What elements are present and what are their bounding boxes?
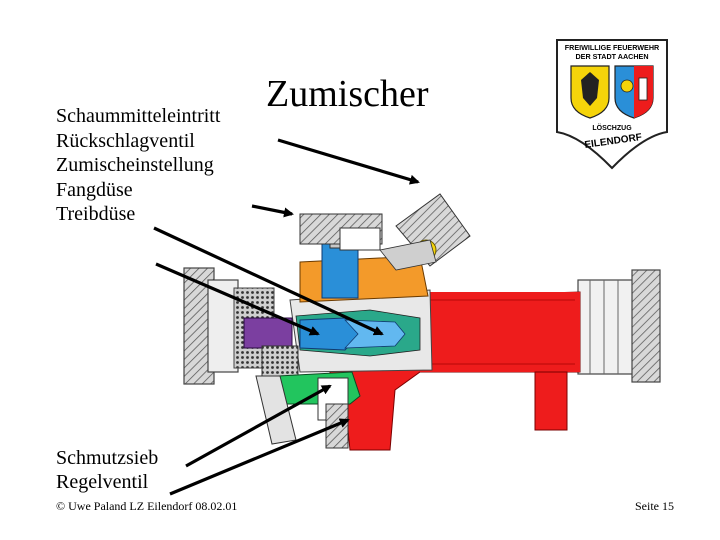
footer-copyright: © Uwe Paland LZ Eilendorf 08.02.01 [56, 499, 238, 513]
logo-line-1: FREIWILLIGE FEUERWEHR [565, 43, 660, 52]
pointer-arrows [153, 138, 420, 496]
mixing-chamber [289, 289, 433, 373]
arrow-regelventil [169, 418, 350, 496]
label-fangduese: Fangdüse [56, 178, 133, 201]
slide-title: Zumischer [266, 73, 429, 115]
logo-line-3: LÖSCHZUG [592, 123, 632, 132]
arrow-zumischeinstellung [251, 204, 294, 218]
regulating-valve-housing [255, 371, 361, 449]
footer-page-number: Seite 15 [635, 499, 674, 513]
concentrate-inlet-housing [299, 213, 429, 303]
component-labels-bottom: Schmutzsieb Regelventil [56, 446, 158, 494]
label-rueckschlagventil: Rückschlagventil [56, 129, 195, 152]
arrow-treibduese [155, 262, 320, 336]
label-schaummitteleintritt: Schaummitteleintritt [56, 105, 221, 127]
arrow-schmutzsieb [185, 384, 332, 468]
component-labels: Schaummitteleintritt Rückschlagventil Zu… [56, 104, 220, 227]
logo-line-2: DER STADT AACHEN [575, 52, 648, 61]
metering-valve [379, 193, 471, 271]
label-treibduese: Treibdüse [56, 203, 136, 225]
label-schmutzsieb: Schmutzsieb [56, 447, 159, 469]
arrow-fangduese [153, 226, 384, 336]
strainer-chamber [243, 317, 299, 377]
label-regelventil: Regelventil [56, 471, 149, 493]
outlet-coupling [577, 269, 661, 383]
label-zumischeinstellung: Zumischeinstellung [56, 154, 214, 176]
arrow-schaummitteleintritt [277, 138, 420, 185]
fire-brigade-logo: FREIWILLIGE FEUERWEHR DER STADT AACHEN L… [556, 39, 668, 170]
